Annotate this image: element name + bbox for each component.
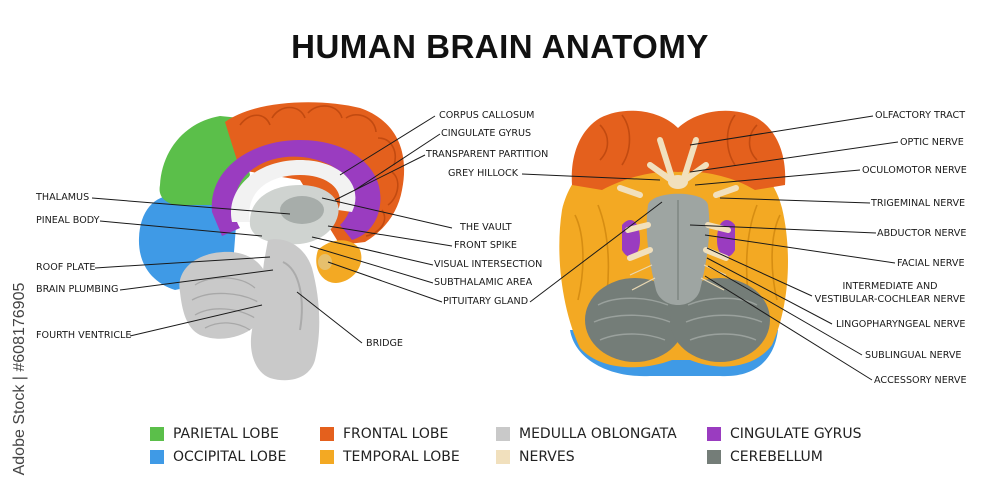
legend-label: NERVES [519,449,575,465]
legend-item-parietal: PARIETAL LOBE [150,425,279,443]
legend-label: PARIETAL LOBE [173,426,279,442]
legend-item-medulla: MEDULLA OBLONGATA [496,425,677,443]
label-pituitary-gland: PITUITARY GLAND [443,296,529,307]
legend-item-temporal: TEMPORAL LOBE [320,448,460,466]
frontal-gyri [239,105,399,237]
label-intermediate-line1: INTERMEDIATE AND [842,281,938,292]
legend-item-frontal: FRONTAL LOBE [320,425,448,443]
brainstem [250,239,320,381]
legend-swatch [496,427,510,441]
label-visual-intersection: VISUAL INTERSECTION [434,259,543,270]
label-optic-nerve: OPTIC NERVE [900,137,964,148]
temporal-gyri [574,204,781,321]
left-leader-lines [91,115,453,344]
cingulate-gyrus [211,140,381,240]
cerebellum-folia-ventral [593,297,763,341]
cerebellum-left-lobe [585,278,685,362]
label-pineal-body: PINEAL BODY [36,215,100,226]
label-subthalamic-area: SUBTHALAMIC AREA [434,277,533,288]
legend-item-cerebellum: CEREBELLUM [707,448,823,466]
label-brain-plumbing: BRAIN PLUMBING [36,284,119,295]
label-trigeminal-nerve: TRIGEMINAL NERVE [871,198,966,209]
page-title: HUMAN BRAIN ANATOMY [291,28,709,65]
legend-swatch [320,450,334,464]
pituitary-shape [318,254,332,270]
label-corpus-callosum: CORPUS CALLOSUM [439,110,535,121]
legend-item-cingulate: CINGULATE GYRUS [707,425,862,443]
label-intermediate-line2: VESTIBULAR-COCHLEAR NERVE [814,294,966,305]
label-transparent-partition: TRANSPARENT PARTITION [426,149,549,160]
legend-swatch [707,450,721,464]
legend-label: TEMPORAL LOBE [343,449,460,465]
legend-item-nerves: NERVES [496,448,575,466]
legend-swatch [707,427,721,441]
sagittal-brain [138,102,405,381]
cranial-nerves [617,137,739,261]
thalamus-shape [280,196,324,224]
cerebellum-folia [191,277,259,331]
right-leader-lines [521,115,899,381]
label-front-spike: FRONT SPIKE [454,240,517,251]
label-oculomotor-nerve: OCULOMOTOR NERVE [862,165,967,176]
legend-item-occipital: OCCIPITAL LOBE [150,448,286,466]
label-sublingual-nerve: SUBLINGUAL NERVE [865,350,962,361]
stock-watermark: Adobe Stock | #608176905 [6,260,36,500]
label-olfactory-tract: OLFACTORY TRACT [875,110,966,121]
legend-label: CEREBELLUM [730,449,823,465]
label-accessory-nerve: ACCESSORY NERVE [874,375,967,386]
legend-label: CINGULATE GYRUS [730,426,862,442]
watermark-text: Adobe Stock | #608176905 [11,282,28,476]
ventral-frontal [571,110,786,190]
legend-label: FRONTAL LOBE [343,426,449,442]
legend-swatch [150,450,164,464]
legend-swatch [150,427,164,441]
ventral-brain [559,110,788,377]
legend-swatch [320,427,334,441]
cerebellum-right-lobe [670,278,770,362]
label-facial-nerve: FACIAL NERVE [897,258,965,269]
label-cingulate-gyrus: CINGULATE GYRUS [441,128,532,139]
corpus-callosum [230,160,356,222]
label-the-vault: THE VAULT [460,222,512,233]
label-bridge: BRIDGE [366,338,403,349]
label-lingopharyngeal-nerve: LINGOPHARYNGEAL NERVE [836,319,966,330]
legend-swatch [496,450,510,464]
label-grey-hillock: GREY HILLOCK [448,168,519,179]
label-fourth-ventricle: FOURTH VENTRICLE [36,330,132,341]
label-roof-plate: ROOF PLATE [36,262,96,273]
label-abductor-nerve: ABDUCTOR NERVE [877,228,967,239]
legend-label: MEDULLA OBLONGATA [519,426,677,442]
legend-label: OCCIPITAL LOBE [173,449,287,465]
label-thalamus: THALAMUS [36,192,90,203]
